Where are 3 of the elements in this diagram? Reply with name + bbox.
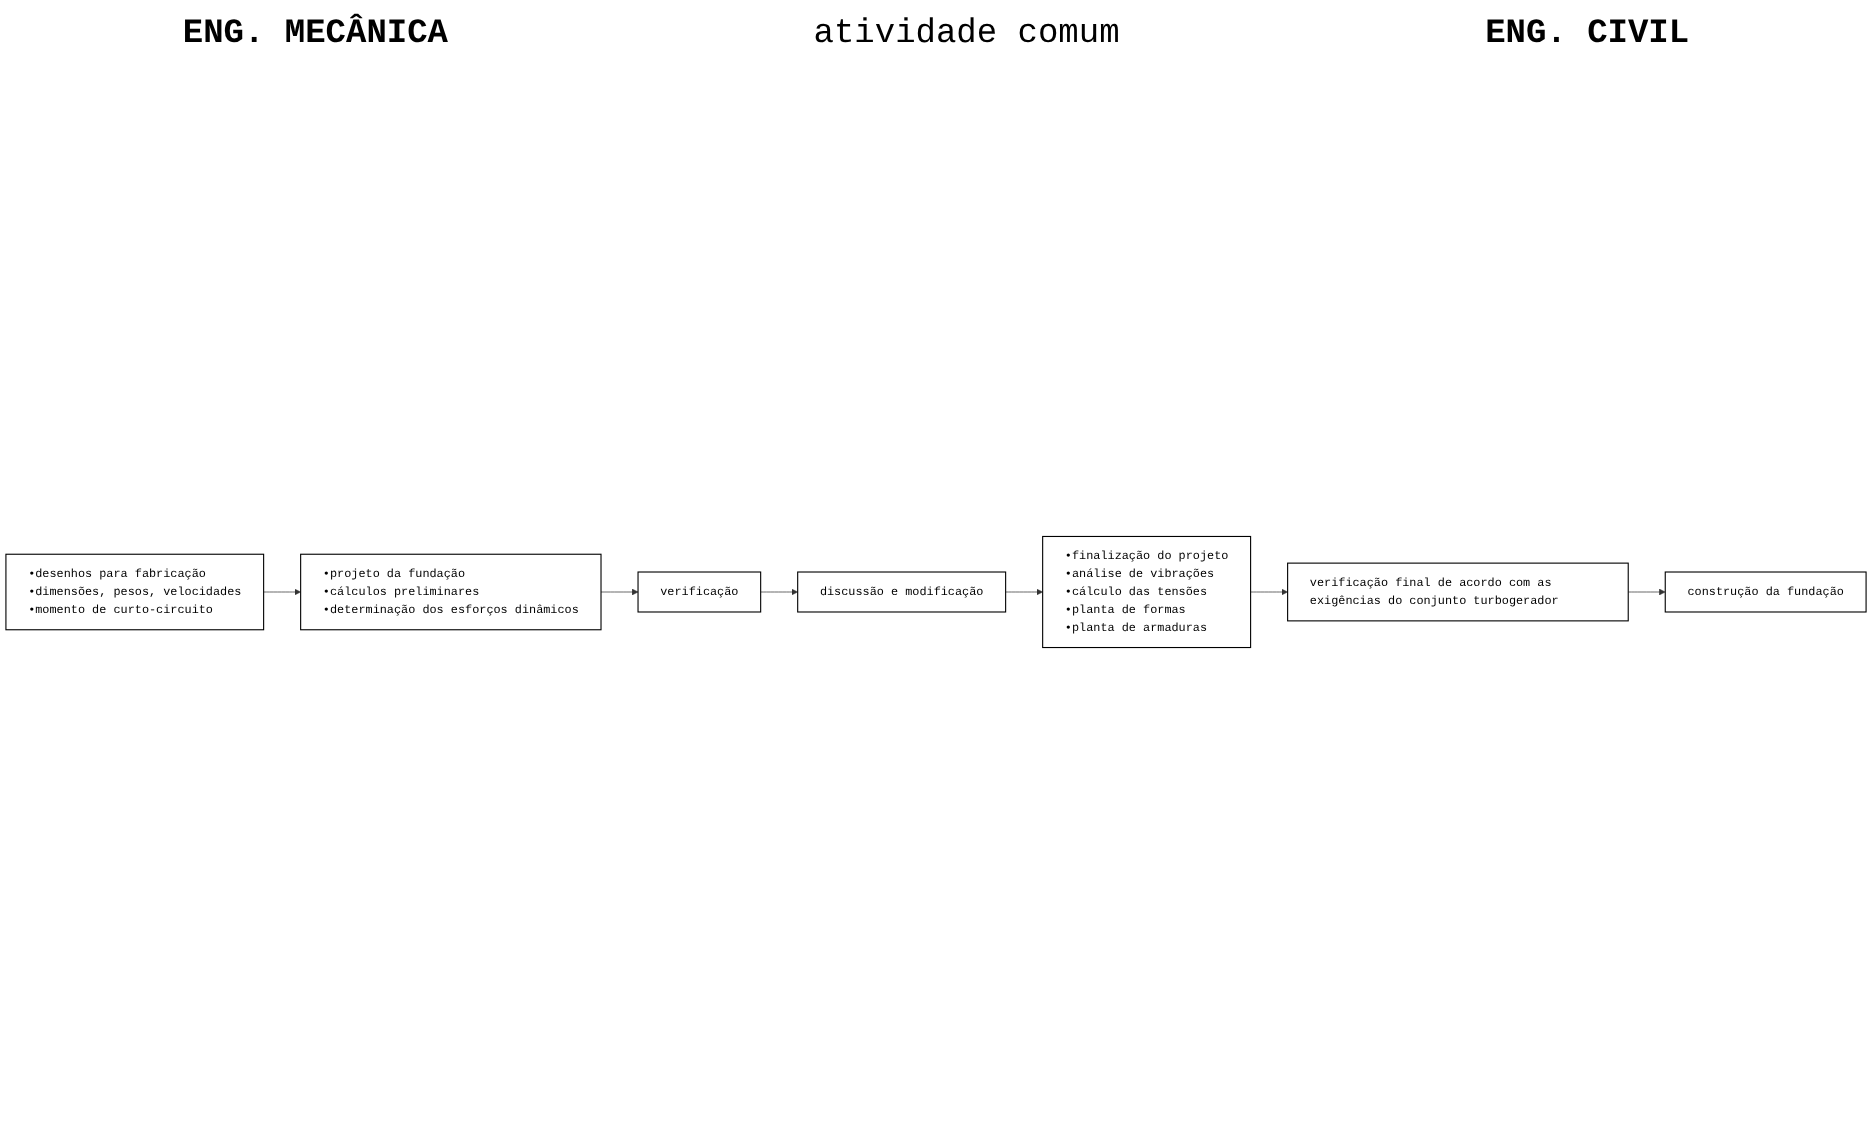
department-heading: ENG. MECÂNICA [182,15,448,53]
column-heading: atividade comum [813,15,1120,53]
department-heading: ENG. CIVIL [1485,15,1690,53]
